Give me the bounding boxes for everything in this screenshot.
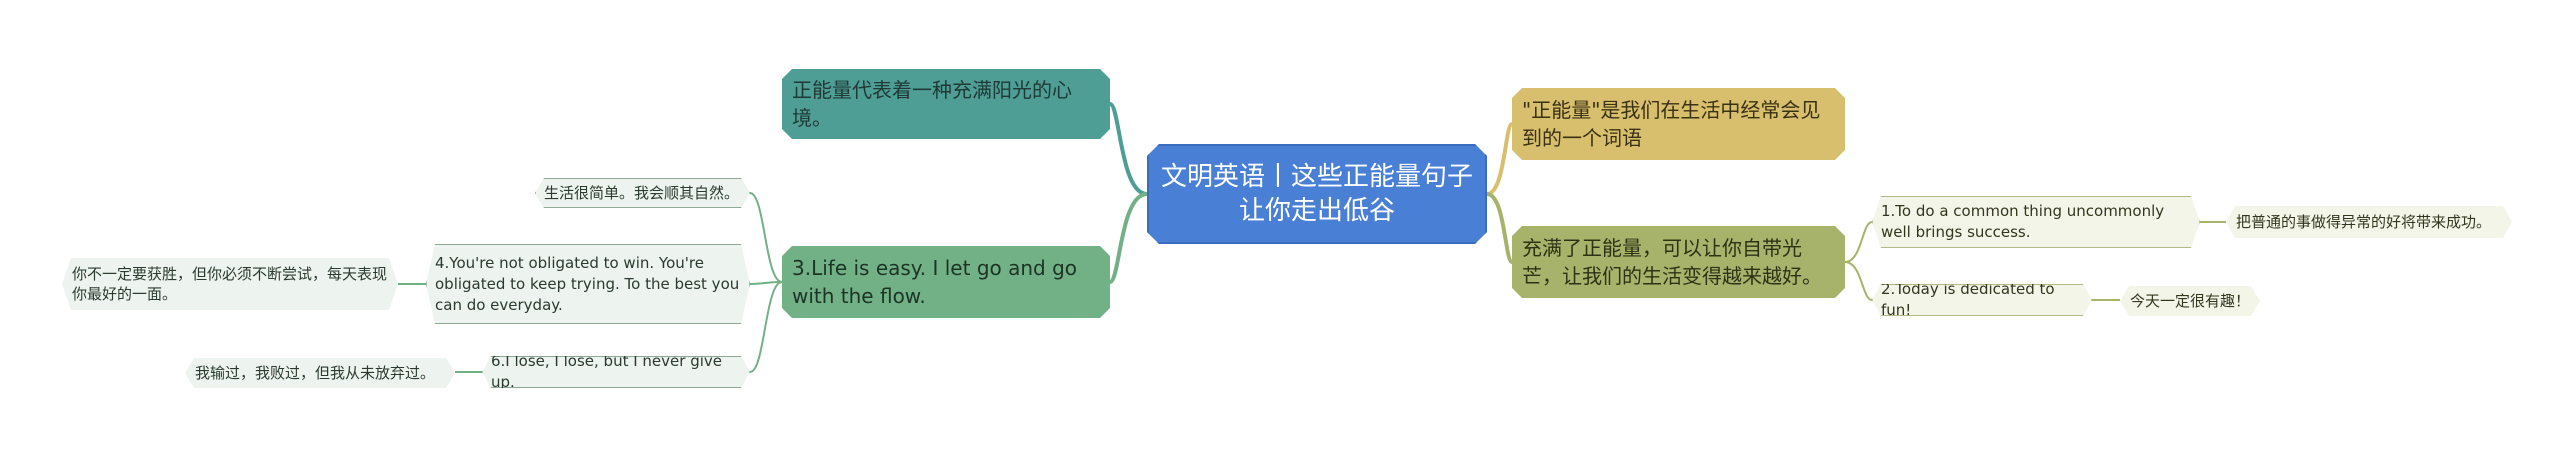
central-topic-label: 文明英语丨这些正能量句子让你走出低谷 (1160, 162, 1473, 226)
translation-label: 把普通的事做得异常的好将带来成功。 (2236, 213, 2492, 231)
branch-life-is-easy[interactable]: 3.Life is easy. I let go and go with the… (782, 246, 1110, 318)
subtopic-label: 6.I lose, I lose, but I never give up. (491, 352, 722, 391)
subtopic-label: 2.Today is dedicated to fun! (1881, 280, 2055, 319)
translation-label: 我输过，我败过，但我从未放弃过。 (195, 364, 436, 382)
branch-label: 正能量代表着一种充满阳光的心境。 (792, 78, 1072, 130)
branch-positive-energy-mindset[interactable]: 正能量代表着一种充满阳光的心境。 (782, 69, 1110, 139)
branch-positive-energy-word[interactable]: "正能量"是我们在生活中经常会见到的一个词语 (1512, 88, 1845, 160)
translation-keep-trying[interactable]: 你不一定要获胜，但你必须不断尝试，每天表现你最好的一面。 (62, 258, 398, 310)
branch-label: "正能量"是我们在生活中经常会见到的一个词语 (1522, 98, 1821, 150)
translation-success[interactable]: 把普通的事做得异常的好将带来成功。 (2226, 206, 2512, 238)
branch-label: 充满了正能量，可以让你自带光芒，让我们的生活变得越来越好。 (1522, 236, 1822, 288)
translation-never-give-up[interactable]: 我输过，我败过，但我从未放弃过。 (185, 358, 455, 388)
subtopic-common-thing-uncommonly[interactable]: 1.To do a common thing uncommonly well b… (1872, 196, 2200, 248)
subtopic-label: 1.To do a common thing uncommonly well b… (1881, 202, 2165, 241)
translation-label: 今天一定很有趣！ (2130, 292, 2251, 310)
subtopic-today-fun[interactable]: 2.Today is dedicated to fun! (1872, 284, 2092, 316)
branch-label: 3.Life is easy. I let go and go with the… (792, 256, 1078, 308)
subtopic-life-simple[interactable]: 生活很简单。我会顺其自然。 (535, 178, 750, 208)
subtopic-never-give-up[interactable]: 6.I lose, I lose, but I never give up. (482, 356, 750, 388)
translation-label: 你不一定要获胜，但你必须不断尝试，每天表现你最好的一面。 (72, 265, 388, 303)
subtopic-not-obligated-to-win[interactable]: 4.You're not obligated to win. You're ob… (426, 244, 750, 324)
subtopic-label: 4.You're not obligated to win. You're ob… (435, 253, 740, 314)
central-topic[interactable]: 文明英语丨这些正能量句子让你走出低谷 (1147, 144, 1487, 244)
subtopic-label: 生活很简单。我会顺其自然。 (544, 183, 740, 202)
translation-fun[interactable]: 今天一定很有趣！ (2120, 286, 2260, 316)
branch-full-of-energy[interactable]: 充满了正能量，可以让你自带光芒，让我们的生活变得越来越好。 (1512, 226, 1845, 298)
